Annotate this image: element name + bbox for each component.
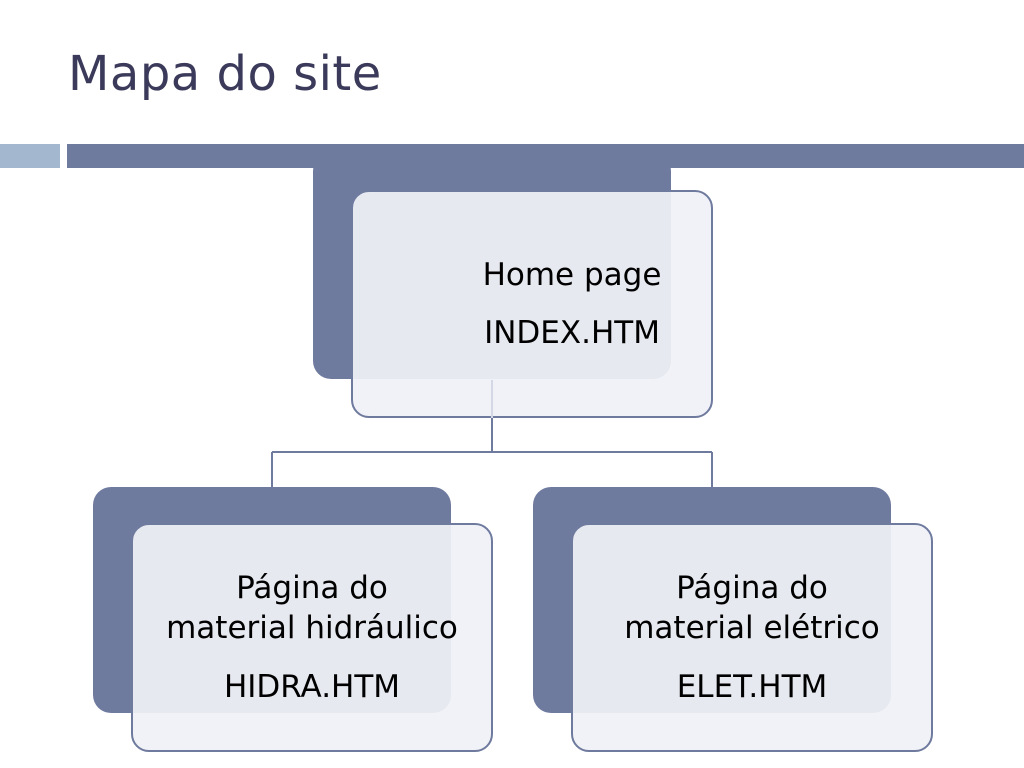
child-node-hidra-label-2: material hidráulico bbox=[166, 610, 458, 647]
child-node-elet-label-1: Página do bbox=[676, 570, 828, 607]
child-node-elet: Página do material elétrico ELET.HTM bbox=[571, 523, 933, 752]
child-node-elet-label-2: material elétrico bbox=[624, 610, 880, 647]
root-node-file: INDEX.HTM bbox=[484, 315, 660, 351]
slide-title: Mapa do site bbox=[68, 46, 382, 102]
child-node-hidra-file: HIDRA.HTM bbox=[223, 668, 401, 705]
child-node-hidra-label-1: Página do bbox=[236, 570, 388, 607]
root-node-label: Home page bbox=[482, 256, 662, 293]
child-node-elet-file: ELET.HTM bbox=[676, 668, 828, 705]
root-node: Home page INDEX.HTM bbox=[351, 190, 713, 418]
title-accent-bar-small bbox=[0, 144, 60, 168]
child-node-hidra: Página do material hidráulico HIDRA.HTM bbox=[131, 523, 493, 752]
